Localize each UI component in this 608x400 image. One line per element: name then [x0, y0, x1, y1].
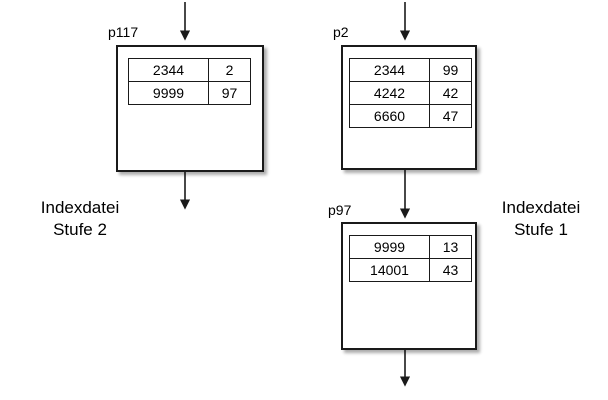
- key-cell: 6660: [349, 104, 430, 128]
- page-block-p117[interactable]: 2344 2 9999 97: [116, 45, 264, 172]
- block-label-p2: p2: [333, 24, 349, 40]
- caption-stufe-2-line1: Indexdatei: [40, 198, 120, 217]
- table-row: 4242 42: [349, 81, 472, 105]
- page-block-p2[interactable]: 2344 99 4242 42 6660 47: [341, 45, 477, 170]
- caption-stufe-1-line2: Stufe 1: [514, 220, 568, 239]
- caption-stufe-1-line1: Indexdatei: [501, 198, 581, 217]
- key-cell: 2344: [349, 58, 430, 82]
- index-table-p97: 9999 13 14001 43: [349, 235, 472, 282]
- key-cell: 9999: [128, 81, 209, 105]
- pointer-cell: 13: [429, 235, 472, 259]
- table-row: 9999 13: [349, 235, 472, 259]
- pointer-cell: 99: [429, 58, 472, 82]
- table-row: 9999 97: [128, 81, 251, 105]
- block-label-p117: p117: [108, 24, 139, 40]
- table-row: 6660 47: [349, 104, 472, 128]
- key-cell: 14001: [349, 258, 430, 282]
- pointer-cell: 47: [429, 104, 472, 128]
- block-label-p97: p97: [328, 202, 352, 218]
- table-row: 14001 43: [349, 258, 472, 282]
- caption-stufe-2-line2: Stufe 2: [53, 220, 107, 239]
- caption-stufe-1: Indexdatei Stufe 1: [482, 197, 600, 241]
- key-cell: 9999: [349, 235, 430, 259]
- index-table-p117: 2344 2 9999 97: [128, 58, 251, 105]
- pointer-cell: 2: [208, 58, 251, 82]
- key-cell: 2344: [128, 58, 209, 82]
- table-row: 2344 2: [128, 58, 251, 82]
- key-cell: 4242: [349, 81, 430, 105]
- table-row: 2344 99: [349, 58, 472, 82]
- caption-stufe-2: Indexdatei Stufe 2: [14, 197, 146, 241]
- index-table-p2: 2344 99 4242 42 6660 47: [349, 58, 472, 128]
- page-block-p97[interactable]: 9999 13 14001 43: [341, 222, 477, 350]
- pointer-cell: 97: [208, 81, 251, 105]
- pointer-cell: 42: [429, 81, 472, 105]
- pointer-cell: 43: [429, 258, 472, 282]
